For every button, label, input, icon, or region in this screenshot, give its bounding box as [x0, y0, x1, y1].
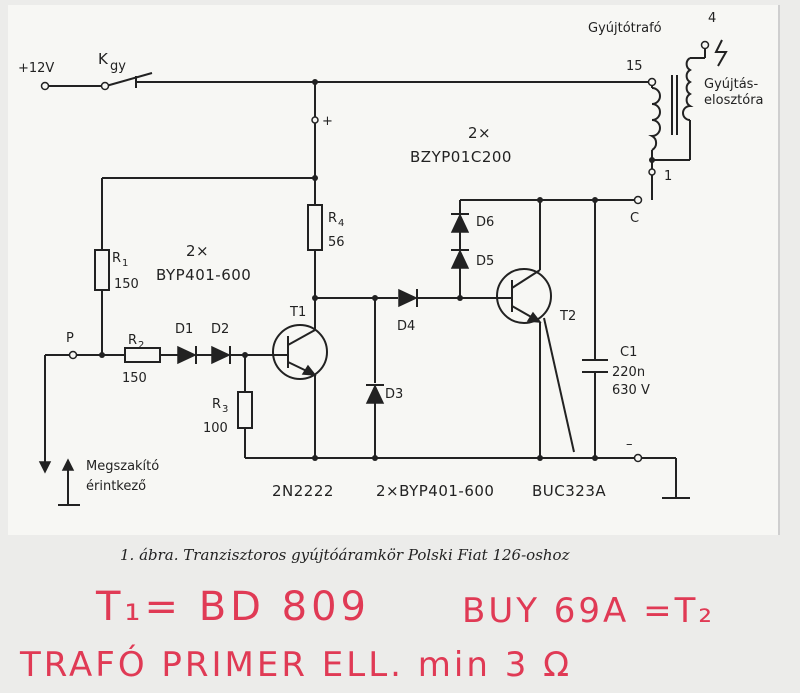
diode-type: BYP401-600: [156, 266, 251, 284]
minus-sign: –: [626, 437, 633, 452]
r1-value: 150: [114, 277, 139, 292]
c1-name: C1: [620, 345, 637, 360]
node-p-label: P: [66, 331, 74, 346]
node-c-label: C: [630, 211, 639, 226]
d2-diode: [211, 345, 231, 365]
junction-dots: [99, 79, 655, 461]
coil-pin-4: 4: [708, 11, 716, 26]
contact-line1: Megszakító: [86, 459, 159, 474]
diodes: [177, 213, 470, 404]
switch-sub: gy: [110, 59, 126, 74]
schematic-paper: [8, 5, 780, 535]
r3-name: R: [212, 397, 221, 412]
d1-label: D1: [175, 322, 193, 337]
zener-count: 2×: [468, 124, 491, 142]
t1-label: T1: [289, 305, 306, 320]
d5-diode: [450, 249, 470, 269]
labels: +12V K gy Gyújtótrafó 15 4 1 Gyújtás- el…: [18, 11, 764, 500]
handwriting-line2: TRAFÓ PRIMER ELL. min 3 Ω: [19, 644, 572, 685]
d3-diode: [365, 384, 385, 404]
d3-label: D3: [385, 387, 403, 402]
r2-name: R: [128, 333, 137, 348]
r3-resistor: [237, 391, 253, 429]
distributor-line2: elosztóra: [704, 93, 764, 108]
r1-name: R: [112, 251, 121, 266]
bottom-diodes: 2×BYP401-600: [376, 482, 494, 500]
resistors: [94, 204, 323, 429]
supply-label: +12V: [18, 61, 54, 76]
c1-value1: 220n: [612, 365, 645, 380]
d6-label: D6: [476, 215, 494, 230]
handwriting-line1-left: T₁= BD 809: [95, 584, 370, 630]
r2-sub: 2: [138, 340, 144, 351]
contact-line2: érintkező: [86, 479, 146, 494]
t2-label: T2: [559, 309, 576, 324]
figure-caption: 1. ábra. Tranzisztoros gyújtóáramkör Pol…: [120, 546, 570, 564]
distributor-line1: Gyújtás-: [704, 77, 758, 92]
terminals: [40, 40, 710, 463]
d6-diode: [450, 213, 470, 233]
d4-diode: [398, 288, 418, 308]
coil-title: Gyújtótrafó: [588, 21, 662, 36]
bottom-t2: BUC323A: [532, 482, 606, 500]
ignition-coil: [648, 39, 728, 151]
breaker-contact: [38, 458, 75, 474]
coil-pin-15: 15: [626, 59, 643, 74]
switch-label: K: [98, 50, 109, 68]
handwritten-notes: T₁= BD 809 BUY 69A =T₂ TRAFÓ PRIMER ELL.…: [19, 584, 715, 685]
plus-sign: +: [322, 114, 333, 129]
r3-value: 100: [203, 421, 228, 436]
r2-value: 150: [122, 371, 147, 386]
r4-sub: 4: [338, 218, 344, 229]
r4-value: 56: [328, 235, 345, 250]
r4-name: R: [328, 211, 337, 226]
d2-label: D2: [211, 322, 229, 337]
t2-transistor: [496, 268, 575, 453]
zener-type: BZYP01C200: [410, 148, 512, 166]
bottom-t1: 2N2222: [272, 482, 334, 500]
d1-diode: [177, 345, 197, 365]
t1-transistor: [270, 324, 328, 380]
r1-resistor: [94, 249, 110, 291]
coil-pin-1: 1: [664, 169, 672, 184]
d5-label: D5: [476, 254, 494, 269]
c1-capacitor: [582, 359, 608, 373]
wires: [44, 45, 706, 506]
r4-resistor: [307, 204, 323, 251]
r2-resistor: [124, 347, 161, 363]
r1-sub: 1: [122, 258, 128, 269]
r3-sub: 3: [222, 404, 228, 415]
diode-count: 2×: [186, 242, 209, 260]
d4-label: D4: [397, 319, 415, 334]
c1-value2: 630 V: [612, 383, 650, 398]
handwriting-line1-right: BUY 69A =T₂: [462, 591, 715, 631]
